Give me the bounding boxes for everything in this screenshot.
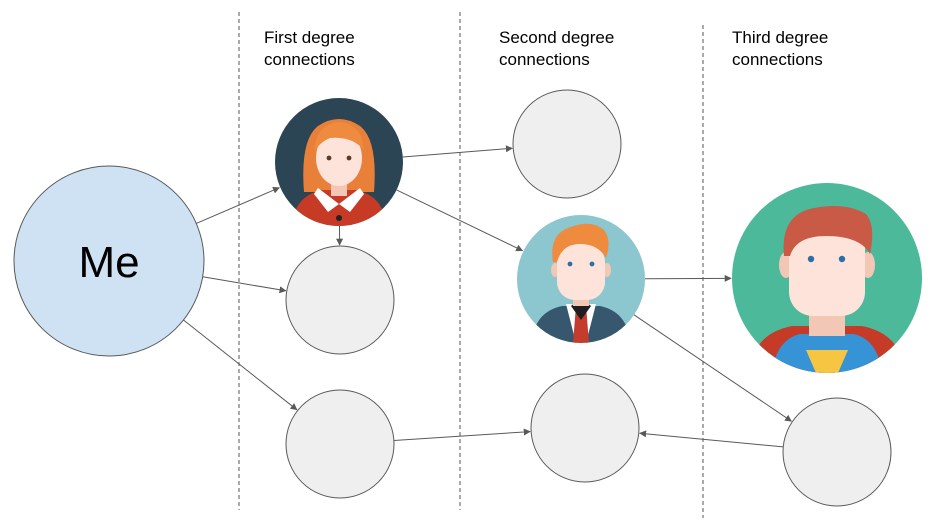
column-label-first-degree: First degree connections	[264, 27, 424, 71]
column-label-line: connections	[264, 50, 355, 69]
edge-first-woman-to-second-empty-top	[402, 145, 513, 158]
node-first-empty-bottom[interactable]	[285, 389, 395, 499]
column-label-line: First degree	[264, 28, 355, 47]
edge-first-woman-to-second-man	[396, 189, 524, 252]
column-label-line: connections	[732, 50, 823, 69]
node-second-empty-bottom[interactable]	[530, 373, 640, 483]
node-first-empty-middle[interactable]	[285, 245, 395, 355]
me-label: Me	[78, 238, 139, 287]
edge-third-empty-bottom-to-second-empty-bottom	[639, 430, 784, 448]
node-me[interactable]: Me	[13, 165, 205, 357]
edges-group	[183, 145, 792, 448]
edge-me-to-first-woman	[196, 186, 280, 224]
column-label-line: connections	[499, 50, 590, 69]
edge-second-man-to-third-empty-bottom	[633, 314, 792, 422]
node-third-empty-bottom[interactable]	[782, 397, 892, 507]
man-avatar-icon[interactable]	[517, 215, 645, 343]
node-second-empty-top[interactable]	[512, 89, 622, 199]
column-label-line: Third degree	[732, 28, 829, 47]
edge-first-empty-bottom-to-second-empty-bottom	[393, 428, 531, 441]
column-label-line: Second degree	[499, 28, 615, 47]
superhero-avatar-icon[interactable]	[732, 183, 922, 373]
woman-avatar-icon[interactable]	[275, 98, 403, 226]
edge-me-to-first-empty-middle	[202, 276, 287, 294]
column-label-second-degree: Second degree connections	[499, 27, 659, 71]
edge-me-to-first-empty-bottom	[183, 319, 298, 411]
column-label-third-degree: Third degree connections	[732, 27, 892, 71]
